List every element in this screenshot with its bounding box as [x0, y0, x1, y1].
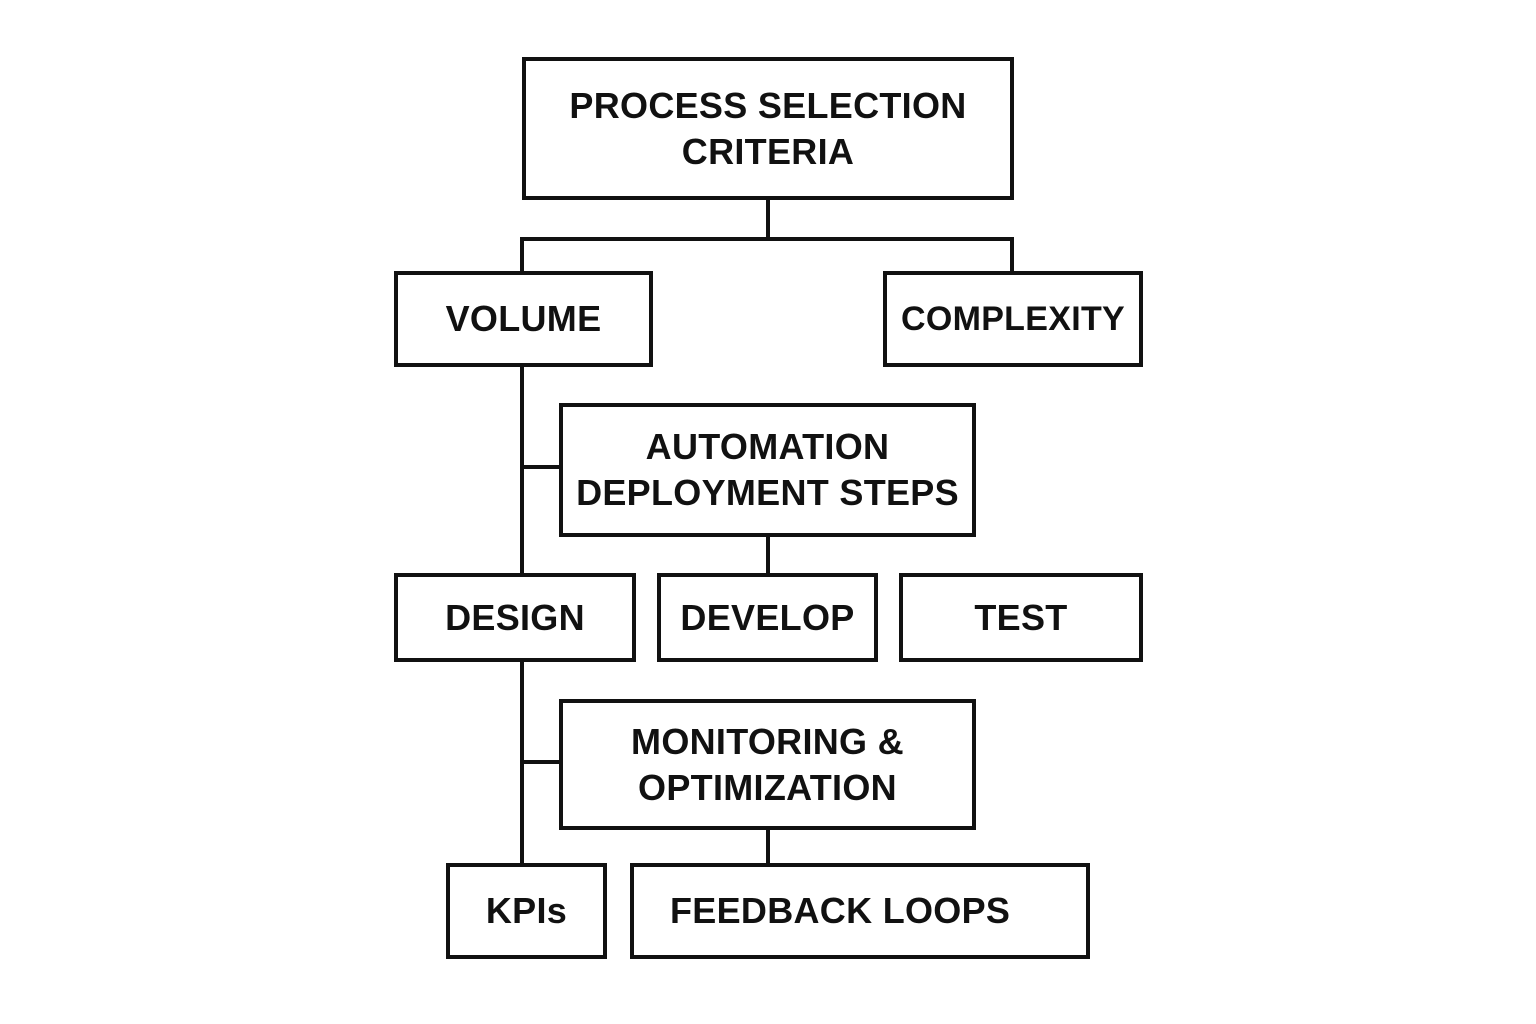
automation-deployment-line2: DEPLOYMENT STEPS — [576, 472, 959, 513]
process-selection-criteria-line1: PROCESS SELECTION — [569, 84, 967, 126]
test-label: TEST — [974, 596, 1068, 638]
complexity-label: COMPLEXITY — [900, 300, 1126, 338]
feedback-loops-box: FEEDBACK LOOPS — [630, 863, 1090, 959]
automation-deployment-steps-box: AUTOMATION DEPLOYMENT STEPS — [559, 403, 976, 537]
volume-label: VOLUME — [445, 298, 602, 339]
develop-label: DEVELOP — [680, 596, 855, 638]
kpis-box: KPIs — [446, 863, 607, 959]
volume-box: VOLUME — [394, 271, 653, 367]
automation-deployment-line1: AUTOMATION — [645, 426, 890, 467]
kpis-label: KPIs — [485, 890, 568, 931]
complexity-box: COMPLEXITY — [883, 271, 1143, 367]
develop-box: DEVELOP — [657, 573, 878, 662]
process-selection-criteria-box: PROCESS SELECTION CRITERIA — [522, 57, 1014, 200]
design-label: DESIGN — [445, 596, 585, 638]
monitoring-optimization-box: MONITORING & OPTIMIZATION — [559, 699, 976, 830]
design-box: DESIGN — [394, 573, 636, 662]
test-box: TEST — [899, 573, 1143, 662]
process-selection-criteria-line2: CRITERIA — [681, 130, 855, 172]
monitoring-optimization-line2: OPTIMIZATION — [638, 766, 897, 808]
monitoring-optimization-line1: MONITORING & — [631, 720, 904, 762]
feedback-loops-label: FEEDBACK LOOPS — [670, 890, 1011, 931]
